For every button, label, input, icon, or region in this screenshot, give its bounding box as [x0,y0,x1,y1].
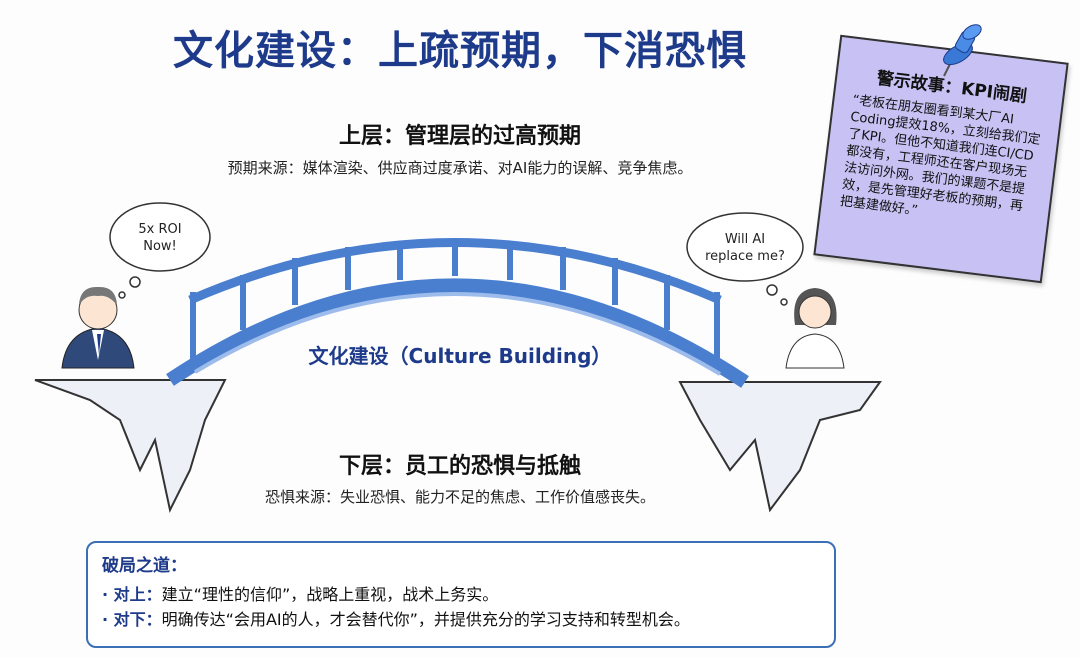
solution-item-label: · 对下： [102,610,162,629]
bridge-deck [166,278,749,388]
lower-detail: 恐惧来源：失业恐惧、能力不足的焦虑、工作价值感丧失。 [264,488,655,506]
solution-item: · 对下：明确传达“会用AI的人，才会替代你”，并提供充分的学习支持和转型机会。 [102,607,820,632]
pushpin-icon [943,24,982,77]
employee-bubble-line: Will AI [724,232,766,247]
employee-bubble-text: Will AI replace me? [690,231,800,265]
solution-box: 破局之道： · 对上：建立“理性的信仰”，战略上重视，战术上务实。 · 对下：明… [86,541,836,648]
employee-bubble-line: replace me? [705,249,785,264]
right-cliff [678,381,882,513]
upper-heading: 上层：管理层的过高预期 [338,124,581,149]
upper-detail: 预期来源：媒体渲染、供应商过度承诺、对AI能力的误解、竞争焦虑。 [227,159,693,177]
manager-bubble-text: 5x ROI Now! [110,221,210,255]
bridge-posts [190,240,720,362]
manager-thought-bubble [109,202,211,299]
bridge-label: 文化建设（Culture Building） [308,344,612,368]
solution-item-text: 建立“理性的信仰”，战略上重视，战术上务实。 [161,585,499,604]
employee-figure [785,288,845,369]
solution-item-label: · 对上： [102,585,162,604]
solution-item: · 对上：建立“理性的信仰”，战略上重视，战术上务实。 [102,582,820,607]
employee-thought-bubble [686,212,804,306]
lower-heading: 下层：员工的恐惧与抵触 [338,454,581,479]
solution-title: 破局之道： [102,556,187,576]
manager-bubble-line: Now! [143,239,177,254]
manager-bubble-line: 5x ROI [138,222,182,237]
note-body: “老板在朋友圈看到某大厂AI Coding提效18%，立刻给我们定了KPI。但他… [839,92,1042,219]
solution-item-text: 明确传达“会用AI的人，才会替代你”，并提供充分的学习支持和转型机会。 [161,610,690,629]
manager-figure [61,286,135,369]
page-title: 文化建设：上疏预期，下消恐惧 [173,28,747,74]
left-cliff [34,379,227,513]
